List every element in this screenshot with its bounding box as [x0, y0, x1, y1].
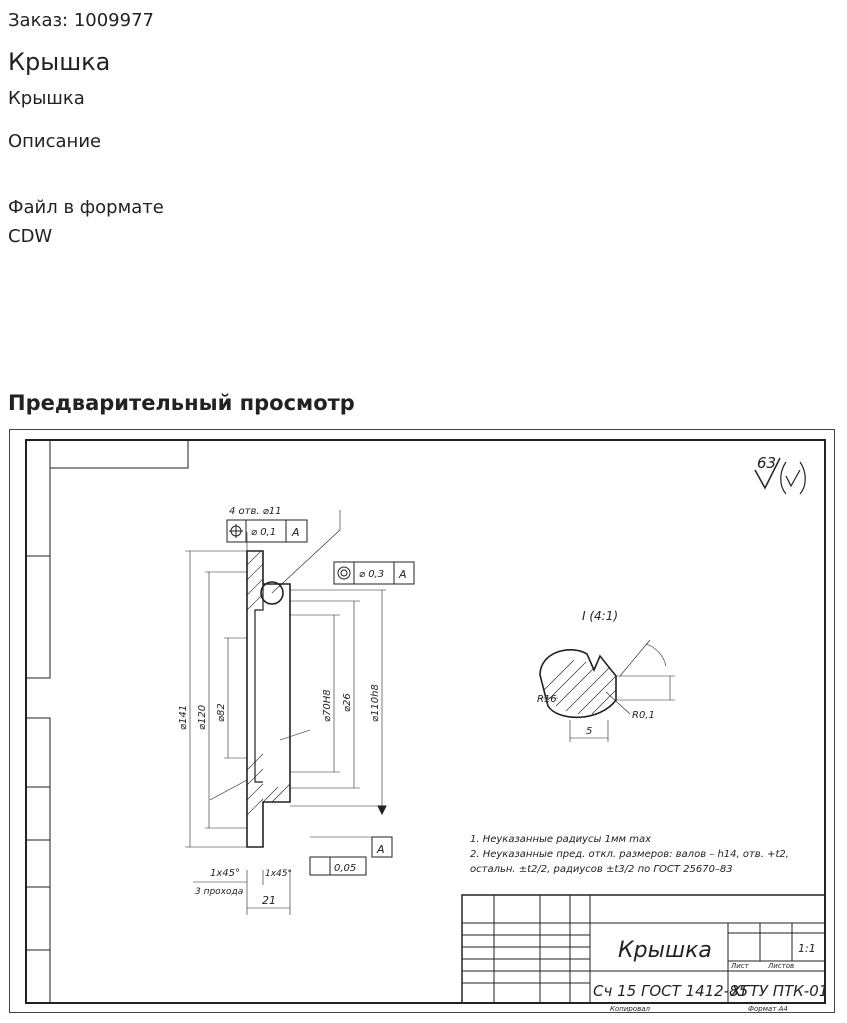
part-section — [185, 510, 387, 915]
parallelism-value: 0,05 — [334, 863, 356, 874]
dim-d120: ⌀120 — [197, 705, 208, 730]
file-format-label[interactable]: Файл в формате CDW — [8, 197, 164, 247]
tolerance-base-2: A — [398, 568, 407, 581]
dim-r01: R0,1 — [632, 710, 655, 721]
title-block-format: Формат А4 — [748, 1005, 788, 1013]
product-title: Крышка — [8, 48, 111, 76]
dim-chamfer: 1x45° — [210, 868, 240, 879]
roughness-value: 63 — [757, 454, 776, 472]
bolt-note: 4 отв. ⌀11 — [229, 506, 281, 517]
side-strip-bottom — [25, 717, 51, 1004]
dim-len5: 5 — [586, 726, 592, 737]
drawing-preview: 63 4 отв. ⌀11 ⌀ 0,1 A ⌀ 0,3 A A 0,05 I (… — [9, 429, 835, 1013]
order-number: Заказ: 1009977 — [8, 10, 154, 31]
title-block — [461, 894, 826, 1004]
detail-view — [539, 639, 675, 742]
dim-len21: 21 — [262, 894, 276, 907]
tolerance-frame-1 — [226, 519, 308, 543]
drawing-svg: 63 4 отв. ⌀11 ⌀ 0,1 A ⌀ 0,3 A A 0,05 I (… — [25, 439, 828, 1013]
dim-d82: ⌀82 — [216, 703, 227, 722]
description-label: Описание — [8, 131, 102, 152]
product-subtitle: Крышка — [8, 88, 85, 109]
title-block-sheet: Лист — [730, 962, 750, 970]
title-block-sheets: Листов — [767, 962, 794, 970]
title-block-name: Крышка — [618, 938, 712, 963]
tolerance-base-1: A — [291, 526, 300, 539]
tolerance-frame-2 — [333, 561, 415, 585]
note-line-3: остальн. ±t2/2, радиусов ±t3/2 по ГОСТ 2… — [470, 864, 733, 875]
title-block-org: ХГТУ ПТК-01 — [730, 982, 828, 1000]
side-note: 3 прохода — [195, 887, 243, 897]
title-block-copied: Копировал — [610, 1005, 651, 1013]
tolerance-value-1: ⌀ 0,1 — [251, 527, 276, 538]
dim-r16: R16 — [537, 694, 557, 705]
dim-d26: ⌀26 — [342, 693, 353, 712]
base-mark: A — [376, 843, 385, 856]
base-a-box — [371, 836, 393, 858]
preview-heading: Предварительный просмотр — [8, 391, 355, 415]
dim-d70: ⌀70H8 — [322, 689, 333, 722]
title-block-scale: 1:1 — [798, 942, 816, 955]
dim-d110: ⌀110h8 — [370, 684, 381, 722]
roughness-mark — [754, 457, 781, 490]
note-line-1: 1. Неуказанные радиусы 1мм max — [470, 834, 651, 845]
side-strip-top — [25, 439, 51, 679]
title-block-material: Сч 15 ГОСТ 1412-85 — [593, 982, 748, 1000]
dim-d140: ⌀141 — [178, 705, 189, 730]
detail-label: I (4:1) — [582, 609, 618, 623]
note-line-2: 2. Неуказанные пред. откл. размеров: вал… — [470, 849, 789, 860]
dim-chamfer-2: 1x45° — [265, 869, 292, 879]
tolerance-value-2: ⌀ 0,3 — [359, 569, 384, 580]
